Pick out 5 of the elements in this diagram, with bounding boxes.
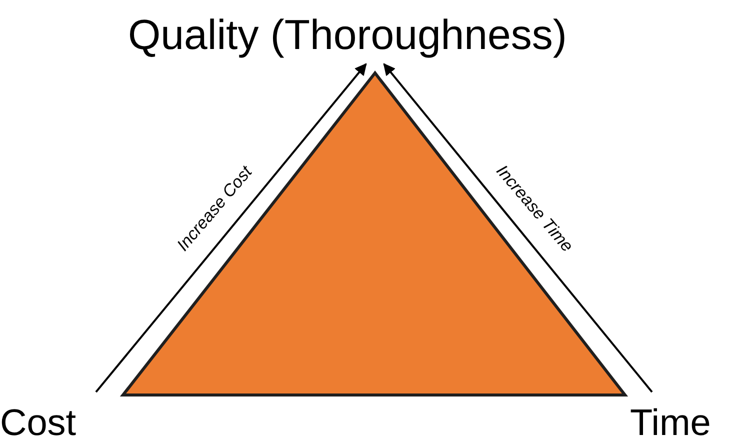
vertex-label: Time xyxy=(630,404,711,441)
arrow xyxy=(95,63,367,393)
vertex-label: Cost xyxy=(0,404,76,441)
arrow xyxy=(383,63,653,393)
vertex-label: Quality (Thoroughness) xyxy=(128,14,567,56)
